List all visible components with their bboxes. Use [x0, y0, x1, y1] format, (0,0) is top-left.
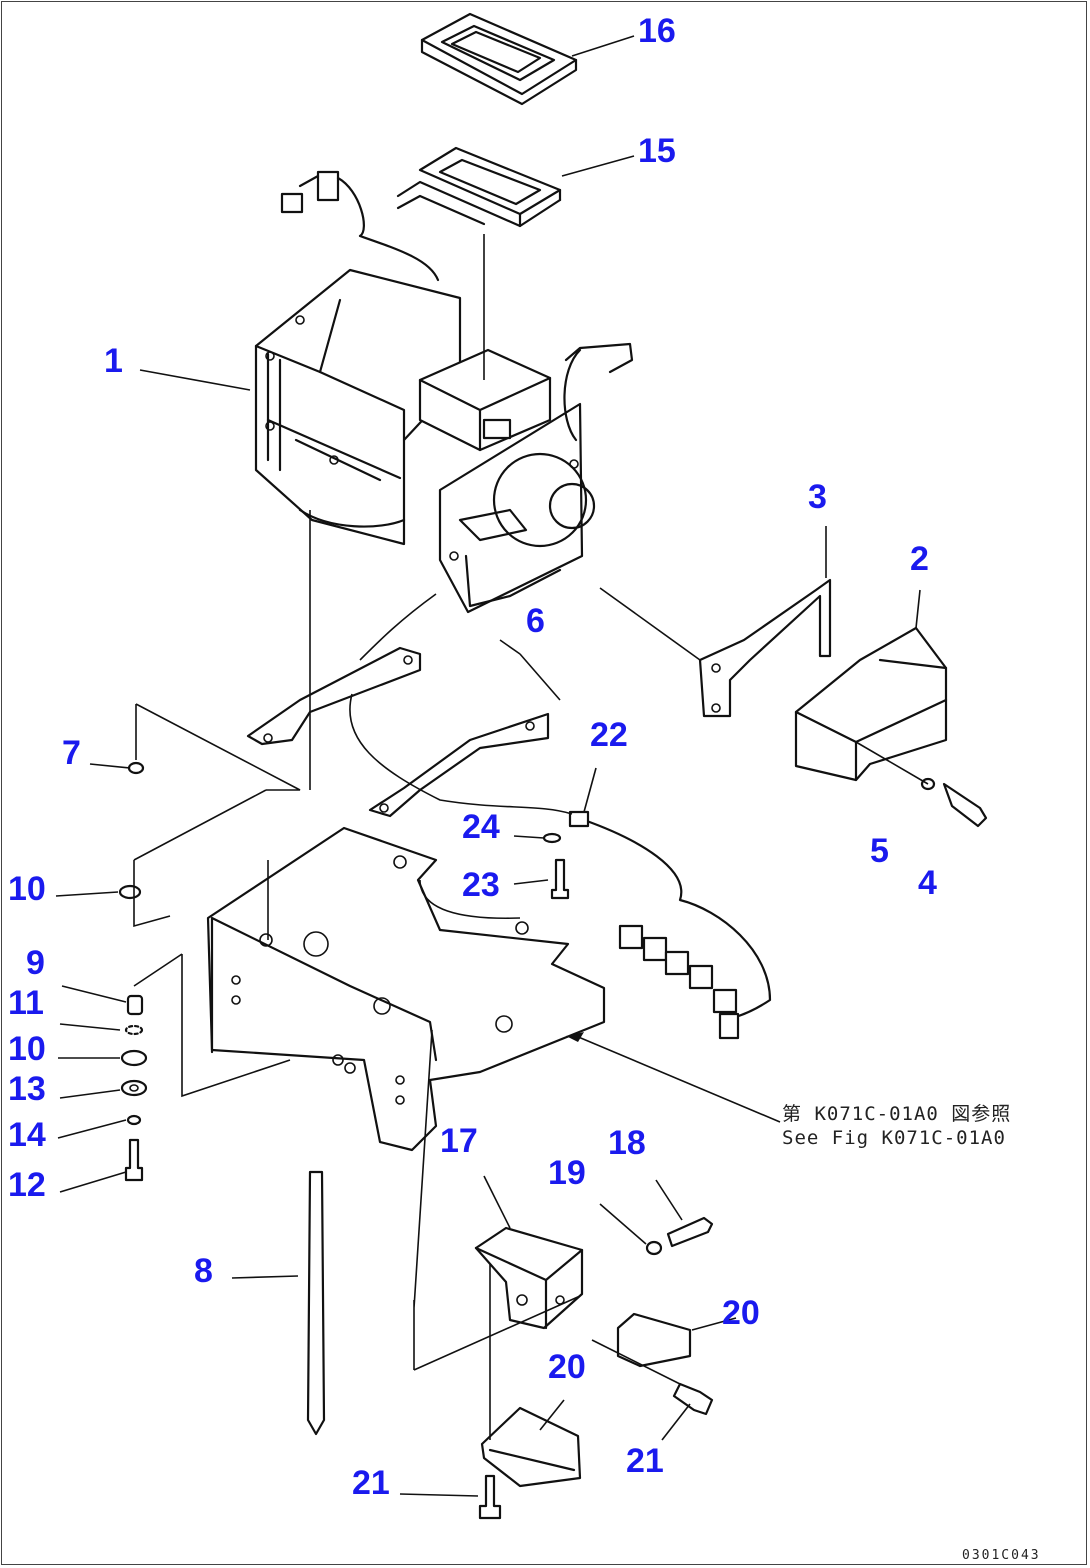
drawing-id: 0301C043: [962, 1548, 1041, 1563]
bolt-part-4: [942, 782, 988, 828]
relay-box-part-17: [474, 1226, 584, 1330]
filter-part-15: [396, 146, 562, 228]
washer-part-19: [645, 1240, 663, 1256]
washer-part-24: [542, 832, 562, 844]
callout-24: 24: [462, 808, 500, 846]
gasket-part-16: [420, 12, 578, 106]
callout-23: 23: [462, 866, 500, 904]
callout-3: 3: [808, 478, 827, 516]
bracket-part-6: [246, 646, 550, 818]
callout-5: 5: [870, 832, 889, 870]
callout-12: 12: [8, 1166, 46, 1204]
relay-part-20a: [616, 1312, 692, 1368]
heater-unit-part-1: [254, 268, 634, 614]
callout-13: 13: [8, 1070, 46, 1108]
arrowhead: [566, 1032, 584, 1042]
bolt-part-21b: [478, 1474, 502, 1520]
callout-7: 7: [62, 734, 81, 772]
callout-10-upper: 10: [8, 870, 46, 908]
harness-right: [582, 818, 772, 1040]
bolt-part-12: [124, 1138, 144, 1182]
callout-4: 4: [918, 864, 937, 902]
callout-2: 2: [910, 540, 929, 578]
bracket-part-3: [698, 578, 832, 718]
cross-reference-jp: 第 K071C-01A0 図参照: [782, 1103, 1012, 1125]
callout-10-lower: 10: [8, 1030, 46, 1068]
fastener-part-7: [127, 761, 145, 775]
rod-part-8: [306, 1170, 326, 1436]
bolt-part-23: [550, 858, 570, 900]
floor-plate: [206, 826, 606, 1152]
washer-part-10b: [120, 1049, 148, 1067]
callout-20-right: 20: [722, 1294, 760, 1332]
callout-21-right: 21: [626, 1442, 664, 1480]
callout-22: 22: [590, 716, 628, 754]
callout-20-lower: 20: [548, 1348, 586, 1386]
harness-top-left: [280, 170, 440, 282]
washer-part-13: [120, 1079, 148, 1097]
callout-18: 18: [608, 1124, 646, 1162]
connector-part-22: [568, 810, 590, 828]
leader-lines: [55, 35, 929, 1497]
washer-part-10: [118, 884, 142, 900]
callout-9: 9: [26, 944, 45, 982]
washer-part-14: [126, 1114, 142, 1126]
callout-1: 1: [104, 342, 123, 380]
callout-17: 17: [440, 1122, 478, 1160]
callout-21-lower: 21: [352, 1464, 390, 1502]
cross-reference-en: See Fig K071C-01A0: [782, 1127, 1006, 1149]
callout-8: 8: [194, 1252, 213, 1290]
bolt-part-21a: [672, 1382, 714, 1416]
bolt-part-18: [666, 1216, 714, 1248]
callout-11: 11: [8, 984, 44, 1022]
spacer-part-9: [126, 994, 144, 1016]
callout-6: 6: [526, 602, 545, 640]
controller-part-2: [794, 626, 948, 782]
callout-15: 15: [638, 132, 676, 170]
callout-19: 19: [548, 1154, 586, 1192]
relay-part-20b: [480, 1406, 582, 1488]
washer-part-11: [124, 1024, 144, 1036]
callout-14: 14: [8, 1116, 46, 1154]
callout-16: 16: [638, 12, 676, 50]
